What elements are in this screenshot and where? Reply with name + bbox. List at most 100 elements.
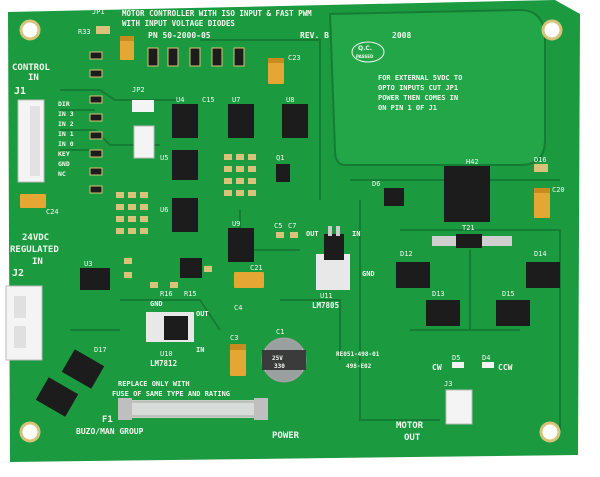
r33-label: R33 (78, 28, 91, 36)
j2-label: J2 (12, 268, 24, 279)
pin-label: DIR (58, 100, 70, 108)
u7-label: U7 (232, 96, 240, 104)
pin-label: KEY (58, 150, 70, 158)
j2-connector (5, 285, 43, 361)
u9-label: U9 (232, 220, 240, 228)
pcb-board (8, 0, 580, 462)
q1-transistor (276, 164, 290, 182)
t21-label: T21 (462, 224, 475, 232)
c1-label: C1 (276, 328, 284, 336)
jp2-header (132, 100, 154, 112)
c7-label: C7 (288, 222, 296, 230)
ic-chips (80, 104, 308, 290)
control-in-label2: IN (28, 73, 39, 83)
pin-label: IN 0 (58, 140, 74, 148)
control-in-label: CONTROL (12, 63, 51, 73)
u10-label: U10 (160, 350, 173, 358)
qc-stamp: Q.C. PASSED (351, 41, 385, 63)
part-number: PN 50-2000-05 (148, 31, 211, 40)
fuse-note-line1: REPLACE ONLY WITH (118, 380, 190, 388)
fuse-note-line2: FUSE OF SAME TYPE AND RATING (112, 390, 230, 398)
revision: REV. B (300, 31, 329, 40)
u3-label: U3 (84, 260, 92, 268)
lm7805-in-label: IN (352, 230, 360, 238)
cw-led (452, 362, 464, 368)
lm7812-in-label: IN (196, 346, 204, 354)
c20-label: C20 (552, 186, 565, 194)
fuse-brand: BUZO/MAN GROUP (76, 427, 144, 436)
pin-label: IN 2 (58, 120, 74, 128)
qc-passed-label: PASSED (356, 54, 374, 59)
d16-pads (534, 164, 548, 172)
power-in-label: 24VDC (22, 233, 49, 243)
board-code1: RE051-498-01 (336, 351, 380, 358)
jp1-jumper (96, 26, 110, 34)
u6-label: U6 (160, 206, 168, 214)
misc-resistors (124, 258, 212, 288)
c7-pads (290, 232, 298, 238)
jp1-label: JP1 (92, 8, 105, 16)
dip-switch (133, 125, 155, 159)
d6-diode (384, 188, 404, 206)
d6-label: D6 (372, 180, 380, 188)
cap-value: 330 (274, 363, 285, 370)
d4-label: D4 (482, 354, 490, 362)
h42-driver-ic (444, 166, 490, 222)
lm7805-gnd-label: GND (362, 270, 375, 278)
note-line1: FOR EXTERNAL 5VDC TO (378, 74, 462, 82)
cap-voltage: 25V (272, 355, 283, 362)
j1-label: J1 (14, 86, 26, 97)
u5-label: U5 (160, 154, 168, 162)
u4-label: U4 (176, 96, 184, 104)
lm7805-out-label: OUT (306, 230, 319, 238)
j3-connector (445, 389, 473, 425)
power-label: POWER (272, 431, 300, 441)
electrolytic-capacitor: 25V 330 (261, 337, 307, 383)
power-in-label3: IN (32, 257, 43, 267)
ccw-led (482, 362, 494, 368)
j3-label: J3 (444, 380, 452, 388)
pin-label: NC (58, 170, 66, 178)
lm7805-part-label: LM7805 (312, 301, 339, 310)
r16-label: R16 (160, 290, 173, 298)
d14-label: D14 (534, 250, 547, 258)
d12-label: D12 (400, 250, 413, 258)
c15-label: C15 (202, 96, 215, 104)
pin-label: IN 3 (58, 110, 74, 118)
j1-connector (17, 99, 45, 183)
fuse-holder (118, 398, 268, 420)
f1-label: F1 (102, 415, 113, 425)
c23-label: C23 (288, 54, 301, 62)
board-title-line1: MOTOR CONTROLLER WITH ISO INPUT & FAST P… (122, 9, 312, 18)
u8-label: U8 (286, 96, 294, 104)
u11-label: U11 (320, 292, 333, 300)
c3-label: C3 (230, 334, 238, 342)
note-line4: ON PIN 1 OF J1 (378, 104, 437, 112)
qc-label: Q.C. (358, 45, 372, 52)
resistor-grid (116, 154, 256, 234)
d5-label: D5 (452, 354, 460, 362)
resistor-column (89, 51, 103, 194)
lm7812-part-label: LM7812 (150, 359, 177, 368)
input-pin-labels: DIR IN 3 IN 2 IN 1 IN 0 KEY GND NC (58, 100, 74, 178)
pin-label: IN 1 (58, 130, 74, 138)
power-diodes (396, 262, 560, 326)
power-in-label2: REGULATED (10, 245, 59, 255)
board-code2: 498-E02 (346, 363, 372, 370)
c5-label: C5 (274, 222, 282, 230)
d17-label: D17 (94, 346, 107, 354)
note-line2: OPTO INPUTS CUT JP1 (378, 84, 458, 92)
c24-label: C24 (46, 208, 59, 216)
resistor-row-top (147, 47, 245, 67)
year: 2008 (392, 31, 411, 40)
motor-out-label2: OUT (404, 433, 421, 443)
protection-diodes (35, 349, 105, 417)
d15-label: D15 (502, 290, 515, 298)
lm7812-gnd-label: GND (150, 300, 163, 308)
tantalum-caps (20, 36, 550, 376)
note-line3: POWER THEN COMES IN (378, 94, 458, 102)
cw-label: CW (432, 363, 442, 372)
c21-label: C21 (250, 264, 263, 272)
motor-out-label: MOTOR (396, 421, 424, 431)
